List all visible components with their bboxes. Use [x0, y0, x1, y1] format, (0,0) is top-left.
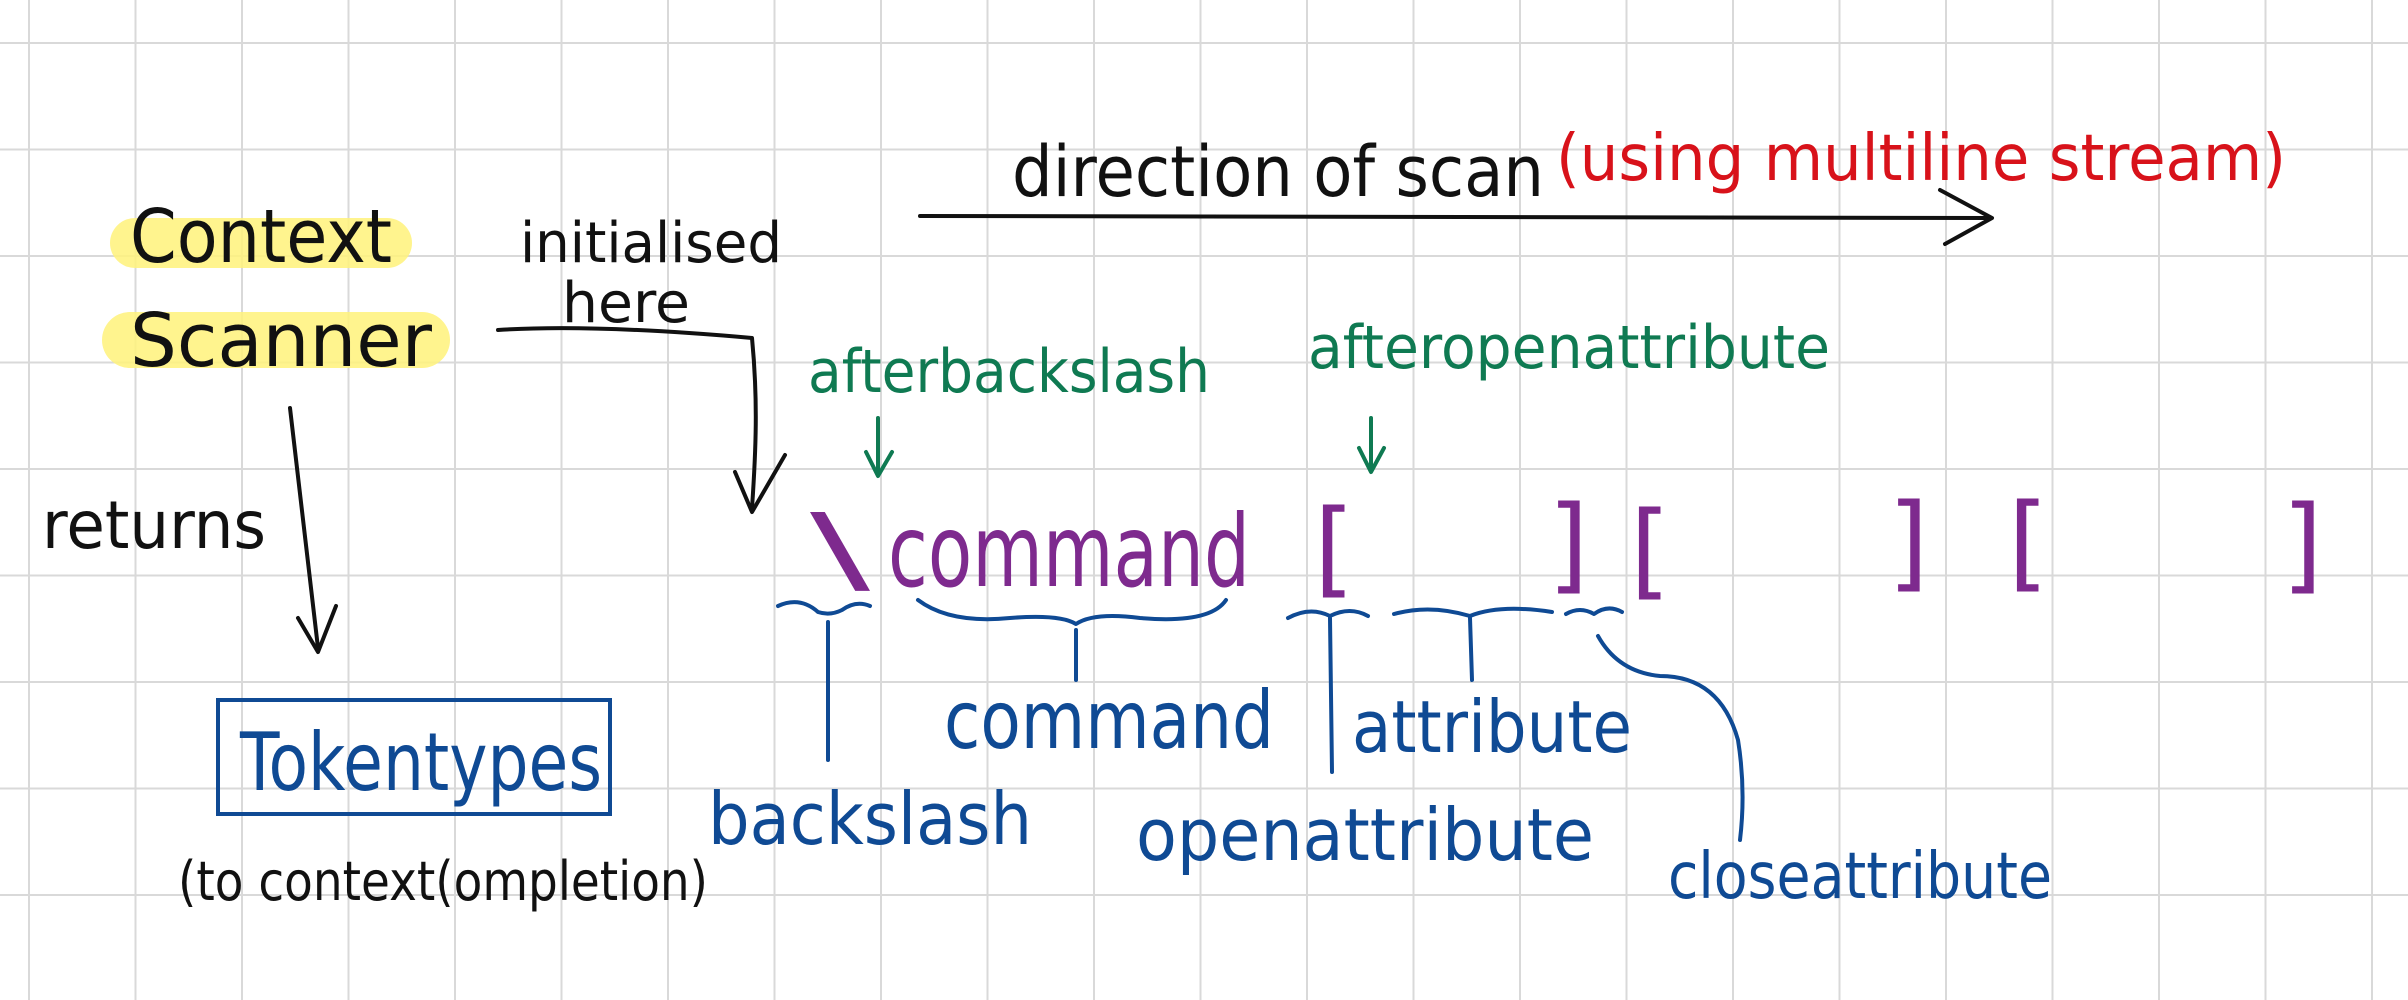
leader-open-attribute	[1328, 616, 1334, 774]
token-openattribute-label: openattribute	[1136, 793, 1594, 877]
source-backslash: \	[810, 493, 871, 605]
brace-command	[916, 598, 1228, 626]
after-backslash-marker	[864, 416, 894, 478]
after-open-attribute-marker	[1357, 416, 1386, 474]
source-open-bracket-3: [	[2008, 481, 2049, 603]
scanner-label: Scanner	[130, 298, 433, 384]
scan-direction-label: direction of scan	[1012, 131, 1544, 213]
after-open-attribute-label: afteropenattribute	[1308, 313, 1830, 383]
returns-arrowhead	[296, 604, 338, 654]
initialised-label-line2: here	[562, 271, 690, 336]
black-strokes	[288, 188, 1994, 654]
brace-open-attribute	[1286, 609, 1370, 620]
green-markers	[864, 416, 1386, 478]
token-attribute-label: attribute	[1352, 685, 1632, 769]
source-close-bracket-3: ]	[2282, 483, 2323, 605]
initialised-label-line1: initialised	[520, 211, 782, 276]
tokentypes-box	[216, 698, 612, 816]
source-open-bracket-2: [	[1630, 489, 1671, 611]
token-command-label: command	[944, 674, 1274, 767]
context-label: Context	[130, 194, 392, 280]
source-open-bracket-1: [	[1314, 487, 1355, 609]
source-close-bracket-1: ]	[1548, 483, 1589, 605]
to-context-completion-label: (to context(ompletion)	[178, 850, 708, 913]
leader-attribute	[1468, 616, 1474, 682]
tokentypes-label: Tokentypes	[239, 716, 602, 809]
context-highlight	[110, 218, 412, 268]
returns-label: returns	[42, 487, 266, 564]
scanner-highlight	[102, 312, 450, 368]
source-close-bracket-2: ]	[1888, 481, 1929, 603]
token-braces	[776, 598, 1745, 842]
leader-close-attribute	[1596, 634, 1745, 842]
initialised-arrow	[496, 326, 758, 510]
returns-arrow	[288, 406, 320, 650]
brace-backslash	[776, 600, 872, 616]
scan-direction-arrow	[918, 214, 1992, 220]
after-backslash-label: afterbackslash	[808, 337, 1210, 407]
token-closeattribute-label: closeattribute	[1668, 840, 2052, 914]
token-backslash-label: backslash	[708, 777, 1032, 861]
scan-direction-arrowhead	[1938, 188, 1994, 246]
initialised-arrowhead	[733, 453, 787, 514]
brace-attribute	[1392, 606, 1554, 618]
multiline-stream-note: (using multiline stream)	[1556, 122, 2286, 196]
brace-close-attribute	[1564, 606, 1624, 616]
source-command: command	[888, 493, 1250, 610]
